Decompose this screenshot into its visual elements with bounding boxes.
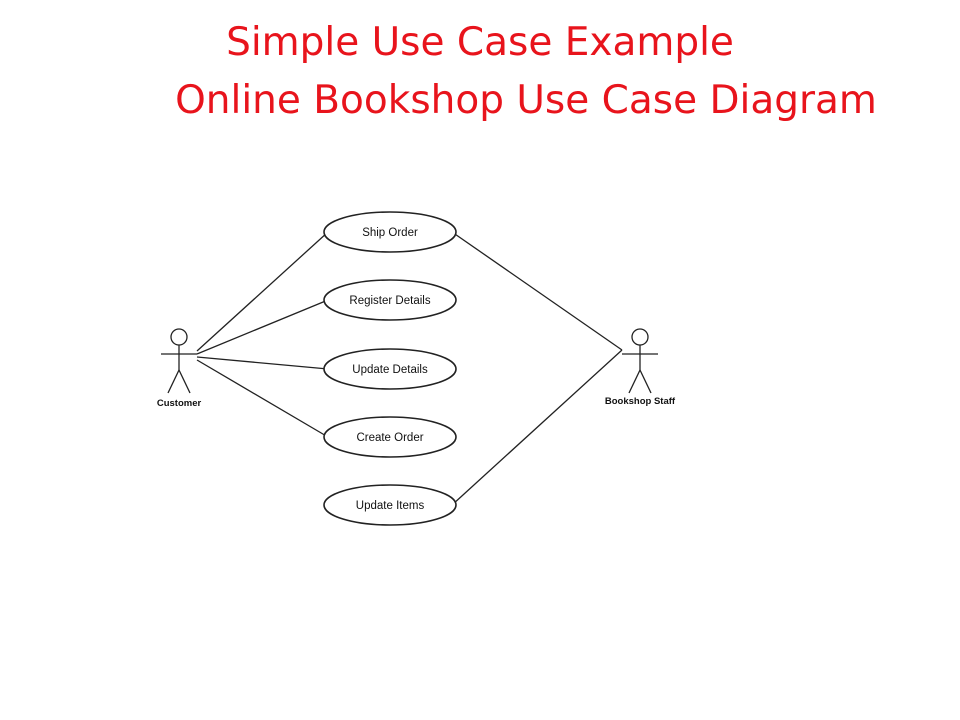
association-customer-register: [196, 299, 329, 355]
actor-staff: Bookshop Staff: [605, 328, 676, 407]
use-case-ellipse: [323, 279, 457, 321]
actor-right-leg: [639, 369, 652, 394]
actor-customer: Customer: [157, 328, 202, 409]
association-customer-create: [196, 359, 329, 438]
use-case-label: Register Details: [349, 295, 430, 307]
actor-left-leg: [167, 369, 180, 394]
use-case-register: Register Details: [323, 279, 457, 321]
use-case-label: Create Order: [356, 432, 423, 444]
title-line-2: Online Bookshop Use Case Diagram: [175, 78, 877, 123]
use-case-update-items: Update Items: [323, 484, 457, 526]
use-case-ellipse: [323, 211, 457, 253]
association-staff-update_items: [451, 349, 623, 506]
use-case-ellipse: [323, 416, 457, 458]
actor-head: [631, 328, 649, 346]
association-customer-ship: [196, 231, 329, 352]
actor-right-leg: [178, 369, 191, 394]
actor-left-leg: [628, 369, 641, 394]
actor-head: [170, 328, 188, 346]
association-staff-ship: [451, 231, 623, 351]
association-lines: [196, 231, 623, 506]
use-case-create: Create Order: [323, 416, 457, 458]
actor-label: Bookshop Staff: [605, 396, 676, 407]
use-case-label: Ship Order: [362, 227, 418, 239]
use-case-label: Update Details: [352, 364, 428, 376]
use-case-update-details: Update Details: [323, 348, 457, 390]
use-case-ship: Ship Order: [323, 211, 457, 253]
use-case-ellipse: [323, 348, 457, 390]
association-customer-update_details: [196, 356, 329, 370]
actors: Customer Bookshop Staff: [157, 328, 676, 409]
title-line-1: Simple Use Case Example: [226, 20, 734, 65]
actor-label: Customer: [157, 398, 202, 409]
slide-title: Simple Use Case Example Online Bookshop …: [0, 14, 960, 130]
use-case-label: Update Items: [356, 500, 425, 512]
use-case-ellipse: [323, 484, 457, 526]
